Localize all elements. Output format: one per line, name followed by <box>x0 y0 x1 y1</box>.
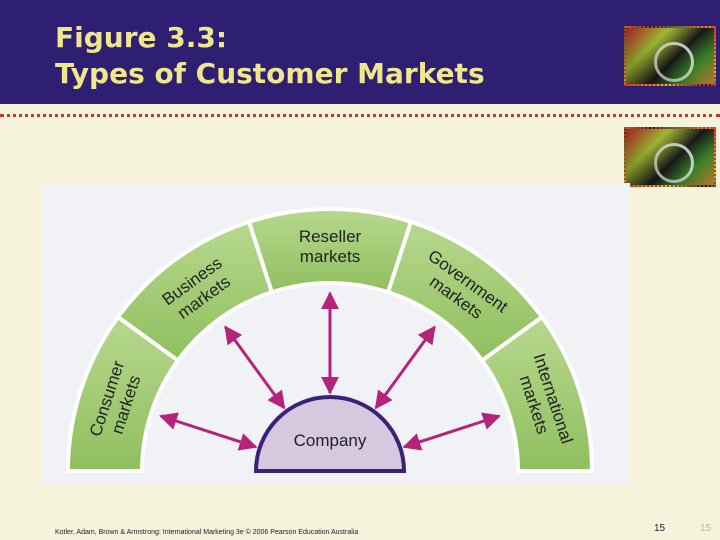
arrow-company-to-international <box>402 412 501 451</box>
decorative-thumbnail-image <box>624 127 716 187</box>
arrow-company-to-business <box>224 325 286 410</box>
slide-title-line-1: Figure 3.3: <box>55 21 228 54</box>
globe-icon <box>654 143 694 183</box>
slide-title: Figure 3.3: Types of Customer Markets <box>55 20 485 92</box>
company-node <box>253 395 407 473</box>
dotted-divider <box>0 114 720 117</box>
title-bar: Figure 3.3: Types of Customer Markets <box>0 0 720 104</box>
decorative-thumbnail-image <box>624 26 716 86</box>
market-segment-international <box>479 314 595 473</box>
market-label-reseller-line-1: Reseller <box>299 227 362 246</box>
company-label: Company <box>294 431 367 450</box>
slide-title-line-2: Types of Customer Markets <box>55 57 485 90</box>
arrow-company-to-consumer <box>159 412 258 451</box>
market-label-reseller-line-2: markets <box>300 247 360 266</box>
page-number-ghost: 15 <box>700 523 712 534</box>
page-number: 15 <box>654 523 666 534</box>
arrow-company-to-government <box>374 325 436 410</box>
globe-icon <box>654 42 694 82</box>
customer-markets-diagram-svg: Company ConsumermarketsBusinessmarketsRe… <box>65 207 595 473</box>
citation-footer: Kotler, Adam, Brown & Armstrong: Interna… <box>55 529 359 536</box>
